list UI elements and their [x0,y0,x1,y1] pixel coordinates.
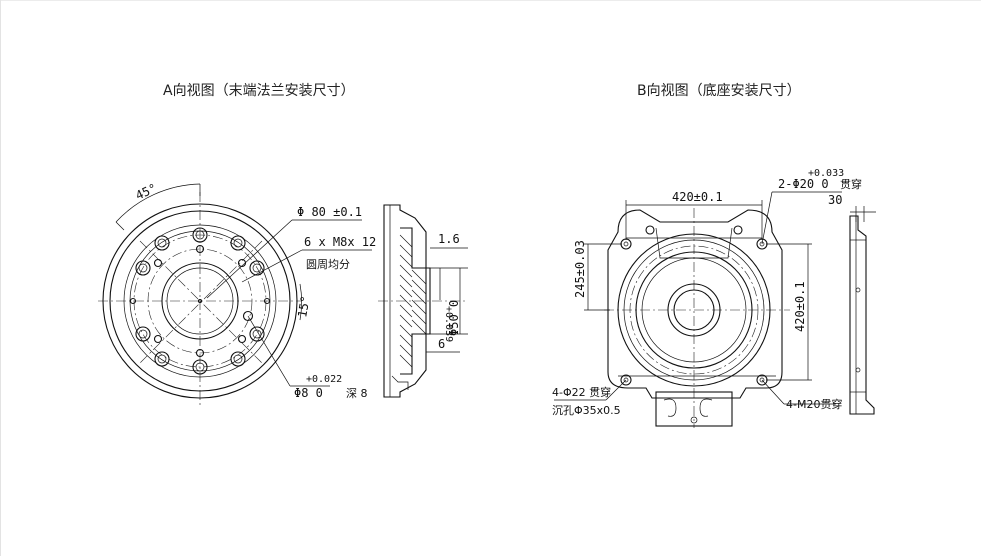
dim-width-420: 420±0.1 [672,190,723,204]
dim-dia-8-tol: +0.022 [306,374,342,385]
top-border [0,0,981,1]
flange-bolt-holes [135,227,265,375]
view-b-title: B向视图（底座安装尺寸） [637,83,801,99]
dim-angle-15: 15° [295,295,313,319]
dim-angle-45: 45° [133,181,159,203]
dim-through: 贯穿 [840,177,862,191]
left-border [0,0,1,556]
dim-side-1-6: 1.6 [438,232,460,246]
dim-side-6: 6 [438,337,445,351]
dim-hole-4-22: 4-Φ22 贯穿 [552,385,611,399]
dim-dia-8: Φ8 0 [294,386,323,400]
dim-side-dia-50: Φ50 0 [447,300,461,336]
view-a-title: A向视图（末端法兰安装尺寸） [163,83,355,99]
dim-uniform: 圆周均分 [306,258,350,271]
dim-thread: 6 x M8x 12 [304,235,376,249]
dim-depth: 深 8 [346,387,368,400]
dim-hole-4-m20: 4-M20贯穿 [786,397,842,411]
dim-height-420: 420±0.1 [793,281,807,332]
view-a-flange-front [98,183,372,408]
dim-hole-2-tol: +0.033 [808,168,844,179]
view-b-side [849,206,876,415]
dim-height-245: 245±0.03 [573,240,587,298]
dim-dia-80: Φ 80 ±0.1 [297,205,362,219]
dim-side-30: 30 [828,193,842,207]
view-b-base [554,191,842,428]
dim-hole-2: 2-Φ20 0 [778,177,829,191]
dim-counterbore: 沉孔Φ35x0.5 [552,404,621,417]
view-a-flange-section [378,204,468,398]
dim-side-dia-50-tol: +0.039 [443,306,454,342]
